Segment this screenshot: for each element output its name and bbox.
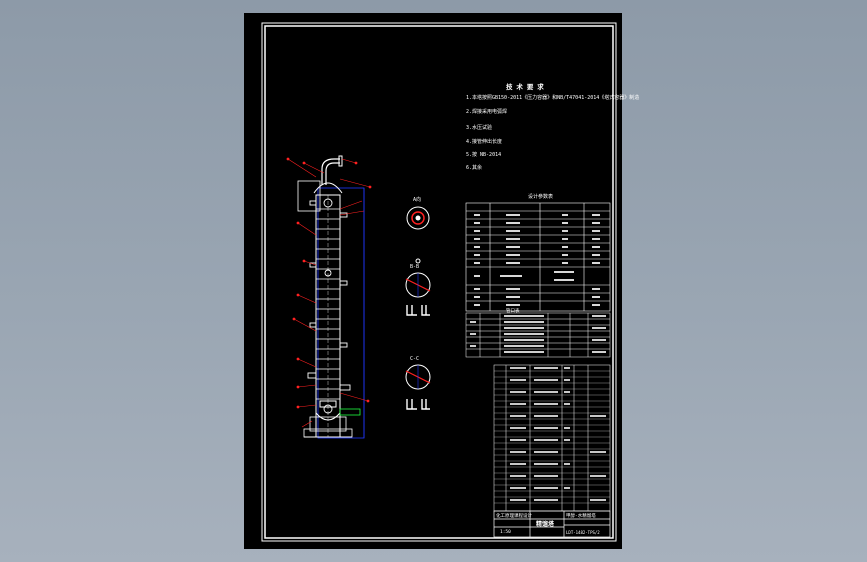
parts-list-rows xyxy=(494,370,610,504)
parts-list-text xyxy=(510,367,606,501)
title-block-drawing-no: LDT-1482-TPS/2 xyxy=(566,530,600,535)
nozzle-table-title: 管口表 xyxy=(506,309,520,314)
view-c xyxy=(405,364,431,410)
design-table-text xyxy=(474,214,600,306)
title-block-lines xyxy=(493,510,611,538)
notes-line-6: 6.其余 xyxy=(466,165,483,171)
notes-line-4: 4.接管伸出长度 xyxy=(466,139,503,145)
notes-line-2: 2.焊接采用电弧焊 xyxy=(466,109,508,115)
cad-drawing xyxy=(261,22,617,542)
view-b-label: B-B xyxy=(410,264,420,270)
nozzle-table-text xyxy=(470,315,606,353)
notes-line-3: 3.水压试验 xyxy=(466,125,493,131)
notes-line-5: 5.按 NB-2014 xyxy=(466,152,502,158)
notes-line-1: 1.本塔按照GB150-2011《压力容器》和NB/T47041-2014《塔式… xyxy=(466,95,640,101)
parts-list-lines xyxy=(493,364,611,512)
title-block-subtitle: 甲醇-水精馏塔 xyxy=(566,514,596,519)
view-a-label: A向 xyxy=(413,197,422,203)
design-table-lines xyxy=(465,202,611,312)
view-c-label: C-C xyxy=(410,356,420,362)
nozzle-table-lines xyxy=(465,312,611,358)
view-b xyxy=(405,258,431,316)
title-block-company: 化工原理课程设计 xyxy=(496,514,532,519)
design-table-title: 设计参数表 xyxy=(528,194,554,200)
drawing-sheet[interactable]: 技 术 要 求 1.本塔按照GB150-2011《压力容器》和NB/T47041… xyxy=(244,13,639,549)
view-a xyxy=(406,206,430,230)
outer-frame xyxy=(261,22,617,542)
notes-title: 技 术 要 求 xyxy=(506,83,544,91)
inner-frame xyxy=(264,25,614,539)
title-block-name: 精馏塔 xyxy=(536,521,555,528)
title-block-scale: 1:50 xyxy=(500,530,511,535)
tower-column xyxy=(286,155,372,439)
